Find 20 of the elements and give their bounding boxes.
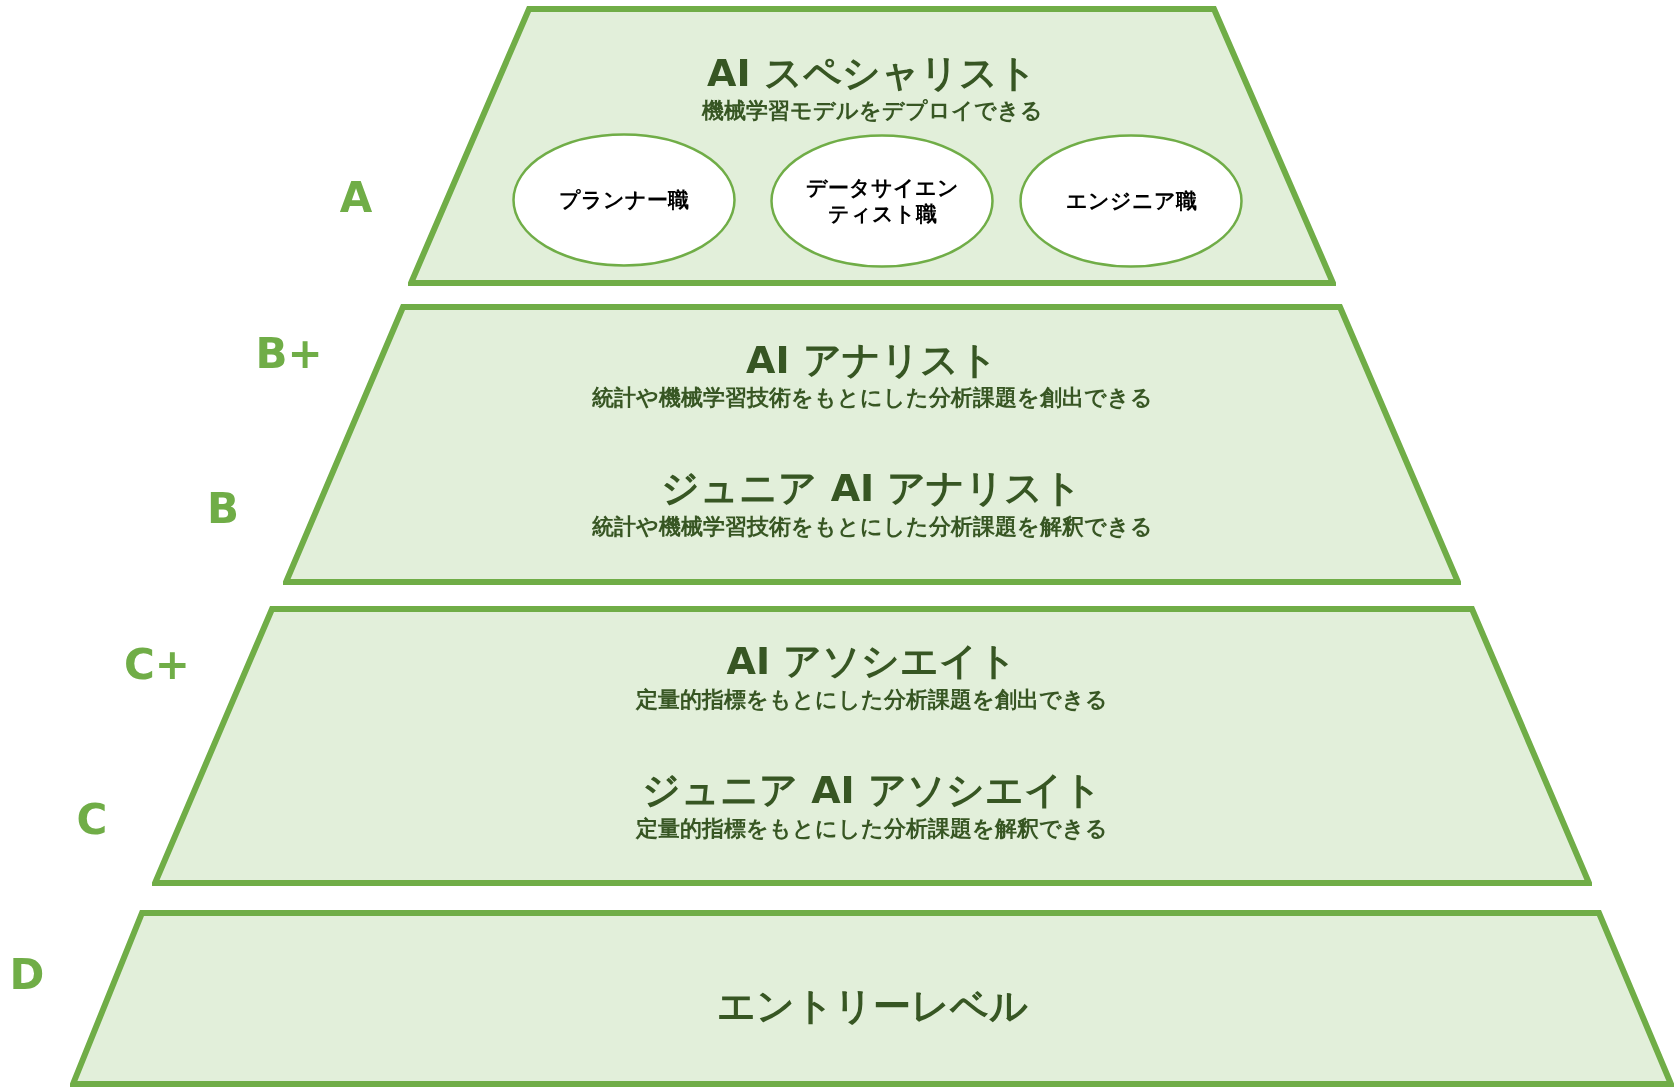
tier-title: AI スペシャリスト (707, 51, 1037, 95)
tier-title: ジュニア AI アソシエイト (642, 768, 1102, 812)
tier-description: 統計や機械学習技術をもとにした分析課題を解釈できる (591, 514, 1153, 540)
role-label: プランナー職 (559, 187, 689, 213)
tier-title: エントリーレベル (716, 984, 1028, 1028)
tier-description: 統計や機械学習技術をもとにした分析課題を創出できる (591, 385, 1153, 411)
level-grade: D (9, 951, 45, 999)
level-grade: B+ (255, 330, 323, 378)
tier-title: AI アソシエイト (726, 639, 1018, 683)
role-label: エンジニア職 (1065, 188, 1197, 214)
level-grade: C+ (124, 641, 190, 689)
role-label: データサイエンティスト職 (804, 175, 960, 227)
tier-title: AI アナリスト (746, 338, 998, 382)
tier-description: 定量的指標をもとにした分析課題を創出できる (636, 687, 1108, 713)
level-grade: A (339, 174, 373, 222)
tier-title: ジュニア AI アナリスト (661, 466, 1083, 510)
tier-description: 定量的指標をもとにした分析課題を解釈できる (636, 816, 1108, 842)
tier-description: 機械学習モデルをデプロイできる (701, 98, 1043, 124)
level-grade: C (76, 796, 108, 844)
level-grade: B (207, 485, 239, 533)
